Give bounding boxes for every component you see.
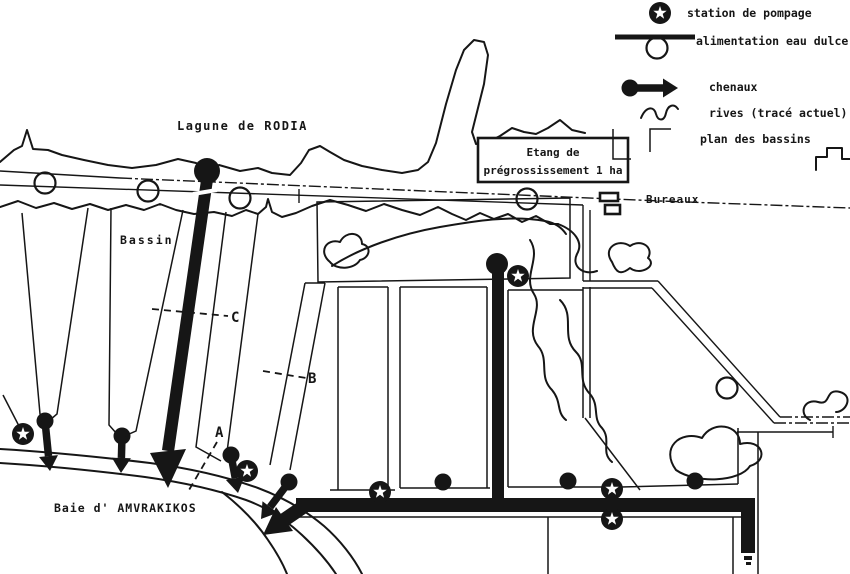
pump-station-icon	[601, 478, 623, 500]
legend-label-pump: station de pompage	[687, 6, 812, 20]
pump-station-star	[240, 464, 254, 477]
pump-station-star	[653, 6, 667, 19]
shoreline-icon	[640, 104, 679, 121]
pump-station-star	[605, 482, 619, 495]
offices-label: Bureaux	[646, 193, 699, 206]
legend-label-channels: chenaux	[709, 80, 758, 94]
section-markers: C B A	[151, 308, 316, 491]
legend-label-shores: rives (tracé actuel)	[709, 106, 847, 120]
freshwater-intake-icon	[228, 186, 252, 210]
channel-arrow-shaft	[267, 479, 292, 510]
pump-station-stars	[12, 2, 671, 530]
channel-arrow-shaft	[117, 435, 126, 459]
pump-station-star	[511, 269, 525, 282]
channel-arrow-shaft	[227, 454, 239, 479]
pump-station-star	[16, 427, 30, 440]
pump-station-star	[373, 485, 387, 498]
section-label-c: C	[231, 310, 239, 326]
channel-shapes	[150, 180, 755, 565]
section-label-b: B	[308, 371, 316, 387]
freshwater-intake-icon	[715, 376, 739, 400]
legend-label-freshwater: alimentation eau dulce	[696, 34, 848, 48]
freshwater-intake-icon	[515, 187, 539, 211]
outlet-dot-icon	[686, 472, 704, 490]
pump-station-star	[605, 512, 619, 525]
freshwater-intake-circles	[33, 36, 739, 400]
outlet-arrows	[36, 78, 678, 519]
map-text-layer: Lagune de RODIA Bassin Baie d' AMVRAKIKO…	[54, 119, 699, 515]
channel-arrow-head-icon	[111, 457, 131, 473]
pump-station-icon	[12, 423, 34, 445]
outlet-dot-icon	[559, 472, 577, 490]
bay-label: Baie d' AMVRAKIKOS	[54, 501, 197, 515]
channel-head-dots	[194, 158, 508, 275]
freshwater-canal-lines	[0, 170, 850, 438]
pump-station-icon	[236, 460, 258, 482]
channel-arrow-head-icon	[225, 476, 245, 493]
channel-head-icon	[194, 158, 220, 184]
freshwater-intake-icon	[136, 179, 160, 203]
channel-arrow-shaft	[41, 420, 53, 457]
pond-box-line2: prégrossissement 1 ha	[483, 164, 622, 177]
pregrowing-pond-box: Etang de prégrossissement 1 ha	[476, 136, 630, 184]
office-building-2	[603, 203, 622, 216]
pump-station-icon	[601, 508, 623, 530]
basin-corner-icon	[612, 128, 671, 160]
office-building-1	[598, 191, 620, 203]
outlet-dot-icon	[434, 473, 452, 491]
legend-label-plan: plan des bassins	[700, 132, 811, 146]
basin-plan-lines	[2, 197, 759, 574]
pump-station-icon	[369, 481, 391, 503]
freshwater-intake-icon	[33, 171, 57, 195]
shoreline-paths	[0, 39, 850, 574]
channel-arrow-head-icon	[261, 501, 278, 519]
pond-box-line1: Etang de	[527, 146, 580, 159]
freshwater-intake-icon	[645, 36, 669, 60]
pump-station-icon	[649, 2, 671, 24]
legend: station de pompage alimentation eau dulc…	[612, 6, 848, 160]
basin-label: Bassin	[120, 233, 174, 247]
channel-arrow-head-icon	[39, 455, 58, 471]
section-label-a: A	[215, 425, 224, 441]
channel-head-icon	[486, 253, 508, 275]
channel-arrow-head-icon	[663, 78, 678, 98]
pump-station-icon	[507, 265, 529, 287]
lagoon-label: Lagune de RODIA	[177, 119, 308, 133]
outlet-dots	[434, 472, 704, 491]
